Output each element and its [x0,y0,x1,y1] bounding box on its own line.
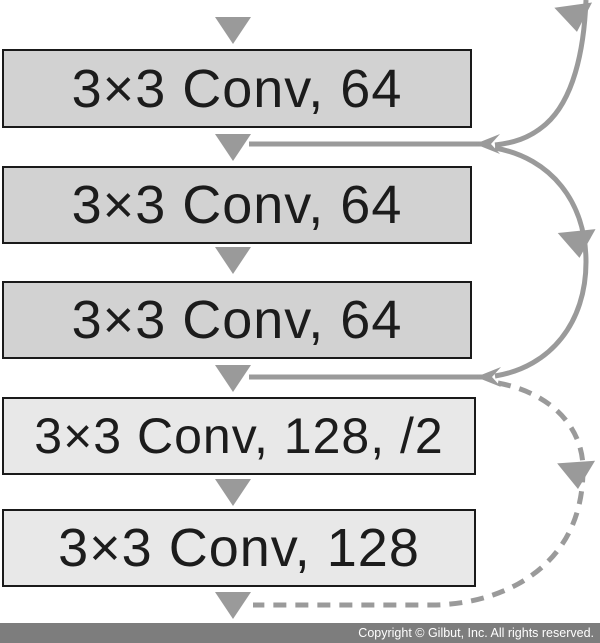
flow-arrow-icon [215,134,251,161]
skip-connection-solid-arc-2 [494,145,589,379]
conv-layer-box-1: 3×3 Conv, 64 [2,49,472,128]
arc-direction-arrow-icon [557,229,596,258]
conv-layer-label: 3×3 Conv, 64 [71,58,403,119]
conv-layer-box-5: 3×3 Conv, 128 [2,509,476,587]
flow-arrow-icon [215,479,251,506]
junction-arrowhead-icon [475,134,500,154]
conv-layer-label: 3×3 Conv, 128, /2 [34,408,444,464]
copyright-text: Copyright © Gilbut, Inc. All rights rese… [358,626,594,640]
conv-layer-label: 3×3 Conv, 64 [71,290,403,350]
junction-arrowhead-icon [476,367,501,387]
conv-layer-box-3: 3×3 Conv, 64 [2,281,472,359]
copyright-bar: Copyright © Gilbut, Inc. All rights rese… [0,623,600,643]
conv-layer-label: 3×3 Conv, 64 [71,175,403,235]
skip-connection-solid-arc-1 [494,0,589,148]
skip-connection-dashed-arc [253,380,586,608]
conv-layer-box-2: 3×3 Conv, 64 [2,166,472,244]
conv-layer-label: 3×3 Conv, 128 [58,518,420,578]
flow-arrow-icon [215,592,251,619]
flow-arrow-icon [215,17,251,44]
flow-arrow-icon [215,365,251,392]
flow-arrow-icon [215,247,251,274]
conv-layer-box-4: 3×3 Conv, 128, /2 [2,397,476,475]
arc-direction-arrow-icon [557,460,596,489]
arc-direction-arrow-icon [554,2,593,32]
